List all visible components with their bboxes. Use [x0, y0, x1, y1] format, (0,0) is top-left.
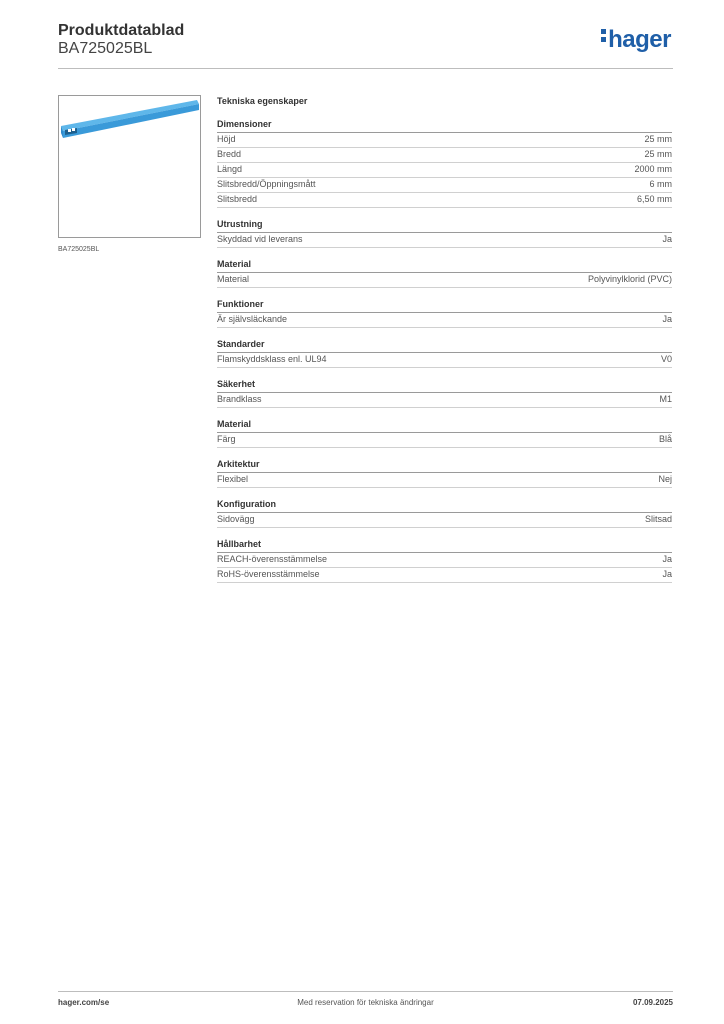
- spec-value: Ja: [662, 234, 672, 244]
- spec-value: 25 mm: [644, 134, 672, 144]
- spec-label: Färg: [217, 434, 236, 444]
- spec-row: Material Polyvinylklorid (PVC): [217, 273, 672, 288]
- spec-label: Skyddad vid leverans: [217, 234, 303, 244]
- spec-value: M1: [659, 394, 672, 404]
- spec-value: Slitsad: [644, 514, 672, 524]
- spec-value: 6 mm: [649, 179, 673, 189]
- spec-row: Flexibel Nej: [217, 473, 672, 488]
- spec-label: Brandklass: [217, 394, 262, 404]
- spec-value: 2000 mm: [634, 164, 672, 174]
- spec-row: Brandklass M1: [217, 393, 672, 408]
- spec-row: RoHS-överensstämmelse Ja: [217, 568, 672, 583]
- spec-row: Färg Blå: [217, 433, 672, 448]
- spec-row: Skyddad vid leverans Ja: [217, 233, 672, 248]
- spec-label: Flexibel: [217, 474, 249, 484]
- spec-value: Ja: [662, 554, 672, 564]
- header-divider: [58, 68, 673, 69]
- spec-label: REACH-överensstämmelse: [217, 554, 328, 564]
- spec-row: Längd 2000 mm: [217, 163, 672, 178]
- footer-date: 07.09.2025: [632, 998, 673, 1007]
- hager-logo: hager: [601, 26, 671, 54]
- logo-text: hager: [608, 26, 671, 53]
- spec-group-title: Utrustning: [217, 219, 672, 233]
- specs-title: Tekniska egenskaper: [217, 96, 308, 106]
- footer-website[interactable]: hager.com/se: [58, 998, 110, 1007]
- spec-label: Sidovägg: [217, 514, 255, 524]
- spec-row: Är självsläckande Ja: [217, 313, 672, 328]
- spec-value: Polyvinylklorid (PVC): [587, 274, 672, 284]
- spec-label: Höjd: [217, 134, 236, 144]
- spec-group-title: Material: [217, 419, 672, 433]
- spec-label: Längd: [217, 164, 243, 174]
- spec-value: Blå: [658, 434, 672, 444]
- cable-duct-illustration: [61, 100, 199, 138]
- spec-value: Nej: [658, 474, 672, 484]
- spec-row: Sidovägg Slitsad: [217, 513, 672, 528]
- spec-group-title: Funktioner: [217, 299, 672, 313]
- spec-group-title: Hållbarhet: [217, 539, 672, 553]
- spec-row: Bredd 25 mm: [217, 148, 672, 163]
- product-code: BA725025BL: [58, 40, 153, 57]
- spec-value: 6,50 mm: [636, 194, 672, 204]
- document-title: Produktdatablad: [58, 22, 185, 39]
- spec-group-title: Standarder: [217, 339, 672, 353]
- spec-value: Ja: [662, 314, 672, 324]
- spec-group-title: Arkitektur: [217, 459, 672, 473]
- spec-label: Flamskyddsklass enl. UL94: [217, 354, 327, 364]
- spec-value: Ja: [662, 569, 672, 579]
- logo-dots-icon: [601, 26, 607, 45]
- spec-value: 25 mm: [644, 149, 672, 159]
- spec-row: Slitsbredd 6,50 mm: [217, 193, 672, 208]
- spec-group-title: Dimensioner: [217, 119, 672, 133]
- spec-group-title: Material: [217, 259, 672, 273]
- product-image: [58, 95, 201, 238]
- footer-disclaimer: Med reservation för tekniska ändringar: [297, 998, 434, 1007]
- spec-group-title: Säkerhet: [217, 379, 672, 393]
- spec-row: Slitsbredd/Öppningsmått 6 mm: [217, 178, 672, 193]
- spec-row: Flamskyddsklass enl. UL94 V0: [217, 353, 672, 368]
- spec-row: REACH-överensstämmelse Ja: [217, 553, 672, 568]
- spec-label: Material: [217, 274, 250, 284]
- spec-label: Slitsbredd/Öppningsmått: [217, 179, 316, 189]
- footer-divider: [58, 991, 673, 992]
- spec-value: V0: [660, 354, 672, 364]
- spec-label: Bredd: [217, 149, 242, 159]
- spec-row: Höjd 25 mm: [217, 133, 672, 148]
- page-header: Produktdatablad BA725025BL hager: [58, 22, 673, 68]
- spec-group-title: Konfiguration: [217, 499, 672, 513]
- spec-label: Är självsläckande: [217, 314, 288, 324]
- spec-label: Slitsbredd: [217, 194, 258, 204]
- image-caption: BA725025BL: [58, 246, 100, 253]
- spec-label: RoHS-överensstämmelse: [217, 569, 320, 579]
